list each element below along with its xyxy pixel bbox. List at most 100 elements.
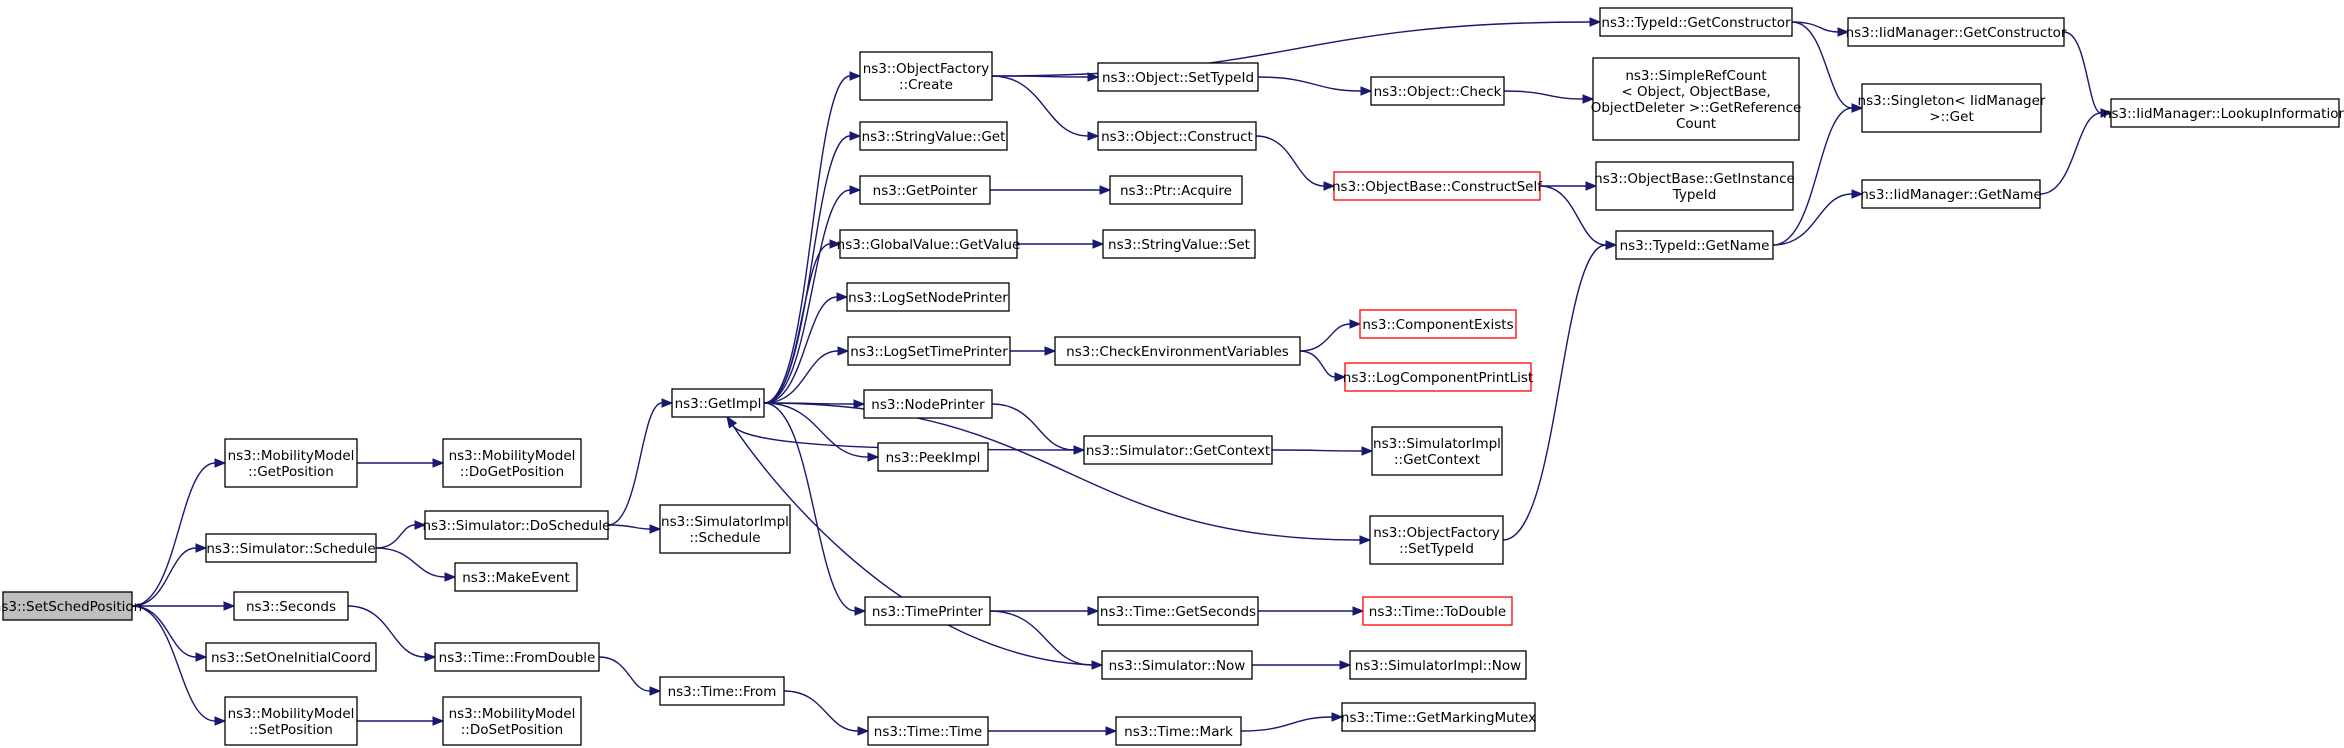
node-label: ns3::SimpleRefCount (1625, 68, 1766, 84)
graph-node-time-time[interactable]: ns3::Time::Time (867, 716, 989, 746)
edge-of-create-to-object-settypeid (991, 72, 1100, 82)
graph-node-simimpl-getcontext[interactable]: ns3::SimulatorImpl::GetContext (1371, 426, 1503, 476)
graph-node-typeid-getname[interactable]: ns3::TypeId::GetName (1615, 230, 1774, 260)
graph-node-ptr-acquire[interactable]: ns3::Ptr::Acquire (1109, 175, 1243, 205)
node-label: < Object, ObjectBase, (1621, 84, 1770, 100)
node-label: ns3::Seconds (246, 599, 336, 615)
edge-checkenv-to-componentexists (1299, 319, 1362, 352)
graph-node-iidmanager-lookup[interactable]: ns3::IidManager::LookupInformation (2103, 98, 2344, 128)
node-box (1083, 435, 1273, 465)
edge-time-time-to-time-mark (987, 726, 1118, 736)
node-label: ns3::SetSchedPosition (0, 599, 142, 615)
graph-node-globalvalue-getvalue[interactable]: ns3::GlobalValue::GetValue (837, 229, 1021, 259)
edge-line (1772, 193, 1853, 246)
graph-node-sim-doschedule[interactable]: ns3::Simulator::DoSchedule (423, 510, 611, 540)
node-box (2, 591, 133, 621)
graph-node-object-check[interactable]: ns3::Object::Check (1370, 76, 1505, 106)
arrowhead-icon (432, 458, 445, 468)
graph-node-mm-dosetpos[interactable]: ns3::MobilityModel::DoSetPosition (442, 696, 582, 746)
graph-node-time-todouble[interactable]: ns3::Time::ToDouble (1362, 596, 1513, 626)
node-box (1861, 83, 2042, 133)
graph-node-of-settypeid[interactable]: ns3::ObjectFactory::SetTypeId (1369, 515, 1504, 565)
edge-getimpl-to-of-create (763, 71, 862, 404)
graph-node-object-settypeid[interactable]: ns3::Object::SetTypeId (1097, 62, 1259, 92)
graph-node-typeid-getconstructor[interactable]: ns3::TypeId::GetConstructor (1599, 7, 1793, 37)
graph-node-checkenv[interactable]: ns3::CheckEnvironmentVariables (1054, 336, 1301, 366)
graph-node-getimpl[interactable]: ns3::GetImpl (671, 388, 765, 418)
graph-node-stringvalue-set[interactable]: ns3::StringValue::Set (1102, 229, 1256, 259)
graph-node-logtimeprinter[interactable]: ns3::LogSetTimePrinter (847, 336, 1011, 366)
graph-node-time-mark[interactable]: ns3::Time::Mark (1115, 716, 1242, 746)
graph-node-object-construct[interactable]: ns3::Object::Construct (1097, 121, 1257, 151)
node-box (1097, 62, 1259, 92)
arrowhead-icon (1092, 239, 1105, 249)
node-box (859, 51, 993, 101)
graph-node-iidmanager-getconstructor[interactable]: ns3::IidManager::GetConstructor (1846, 17, 2067, 47)
graph-node-time-getmarkingmutex[interactable]: ns3::Time::GetMarkingMutex (1341, 702, 1536, 732)
graph-node-mm-setpos[interactable]: ns3::MobilityModel::SetPosition (224, 696, 358, 746)
graph-node-simimpl-schedule[interactable]: ns3::SimulatorImpl::Schedule (659, 504, 791, 554)
graph-node-sim-schedule[interactable]: ns3::Simulator::Schedule (205, 533, 377, 563)
edge-mm-setpos-to-mm-dosetpos (357, 716, 445, 726)
edge-seconds-to-time-fromdouble (347, 605, 437, 662)
node-label: ns3::GlobalValue::GetValue (837, 237, 1021, 253)
arrowhead-icon (1331, 712, 1344, 722)
graph-node-simplerefcount[interactable]: ns3::SimpleRefCount< Object, ObjectBase,… (1591, 57, 1802, 141)
arrowhead-icon (1339, 660, 1352, 670)
node-label: ns3::Simulator::Schedule (206, 541, 375, 557)
graph-node-sim-getcontext[interactable]: ns3::Simulator::GetContext (1083, 435, 1273, 465)
graph-node-mm-dogetpos[interactable]: ns3::MobilityModel::DoGetPosition (442, 438, 582, 488)
graph-node-objectbase-constructself[interactable]: ns3::ObjectBase::ConstructSelf (1332, 171, 1543, 201)
node-label: ns3::IidManager::GetConstructor (1846, 25, 2067, 41)
node-box (1344, 362, 1532, 392)
node-label: ns3::LogSetNodePrinter (848, 290, 1008, 306)
graph-node-getpointer[interactable]: ns3::GetPointer (859, 175, 991, 205)
edge-mm-getpos-to-mm-dogetpos (357, 458, 445, 468)
graph-node-componentexists[interactable]: ns3::ComponentExists (1359, 309, 1517, 339)
edge-line (763, 402, 869, 458)
graph-node-makeevent[interactable]: ns3::MakeEvent (454, 562, 578, 592)
node-box (1861, 179, 2041, 209)
edge-sim-doschedule-to-simimpl-schedule (607, 524, 662, 534)
graph-node-time-getseconds[interactable]: ns3::Time::GetSeconds (1097, 596, 1259, 626)
graph-node-sim-now[interactable]: ns3::Simulator::Now (1101, 650, 1253, 680)
edge-object-construct-to-objectbase-constructself (1255, 135, 1336, 191)
edge-line (1255, 135, 1325, 187)
arrowhead-icon (1099, 185, 1112, 195)
edge-line (763, 189, 851, 404)
node-box (863, 389, 993, 419)
graph-node-timeprinter[interactable]: ns3::TimePrinter (864, 596, 991, 626)
graph-node-mm-getpos[interactable]: ns3::MobilityModel::GetPosition (224, 438, 358, 488)
edge-sim-getcontext-to-simimpl-getcontext (1271, 446, 1374, 456)
graph-node-nodeprinter[interactable]: ns3::NodePrinter (863, 389, 993, 419)
edge-getimpl-to-globalvalue-getvalue (763, 239, 842, 404)
graph-node-singleton-get[interactable]: ns3::Singleton< IidManager >::Get (1858, 83, 2046, 133)
graph-node-lognodeprinter[interactable]: ns3::LogSetNodePrinter (846, 282, 1010, 312)
edge-line (763, 402, 856, 612)
node-label: ns3::ObjectFactory (863, 61, 990, 77)
graph-node-seconds[interactable]: ns3::Seconds (233, 591, 349, 621)
graph-node-peekimpl[interactable]: ns3::PeekImpl (877, 442, 989, 472)
graph-node-iidmanager-getname[interactable]: ns3::IidManager::GetName (1860, 179, 2042, 209)
node-box (1333, 171, 1541, 201)
graph-node-of-create[interactable]: ns3::ObjectFactory::Create (859, 51, 993, 101)
graph-node-root[interactable]: ns3::SetSchedPosition (0, 591, 142, 621)
graph-node-stringvalue-get[interactable]: ns3::StringValue::Get (859, 121, 1008, 151)
graph-node-simimpl-now[interactable]: ns3::SimulatorImpl::Now (1349, 650, 1527, 680)
edge-getimpl-to-getpointer (763, 185, 862, 404)
arrowhead-icon (1851, 103, 1864, 113)
node-box (846, 282, 1010, 312)
node-box (859, 175, 991, 205)
graph-node-time-fromdouble[interactable]: ns3::Time::FromDouble (434, 642, 600, 672)
arrowhead-icon (1589, 17, 1602, 27)
edge-line (131, 547, 197, 607)
node-label: ns3::LogComponentPrintList (1343, 370, 1533, 386)
edge-sim-now-to-simimpl-now (1252, 660, 1352, 670)
node-label: ::SetPosition (249, 722, 333, 738)
graph-node-logcomponentprintlist[interactable]: ns3::LogComponentPrintList (1343, 362, 1533, 392)
graph-node-setone[interactable]: ns3::SetOneInitialCoord (205, 642, 377, 672)
node-box (233, 591, 349, 621)
graph-node-time-from[interactable]: ns3::Time::From (659, 676, 785, 706)
edge-getimpl-to-timeprinter (763, 402, 867, 616)
